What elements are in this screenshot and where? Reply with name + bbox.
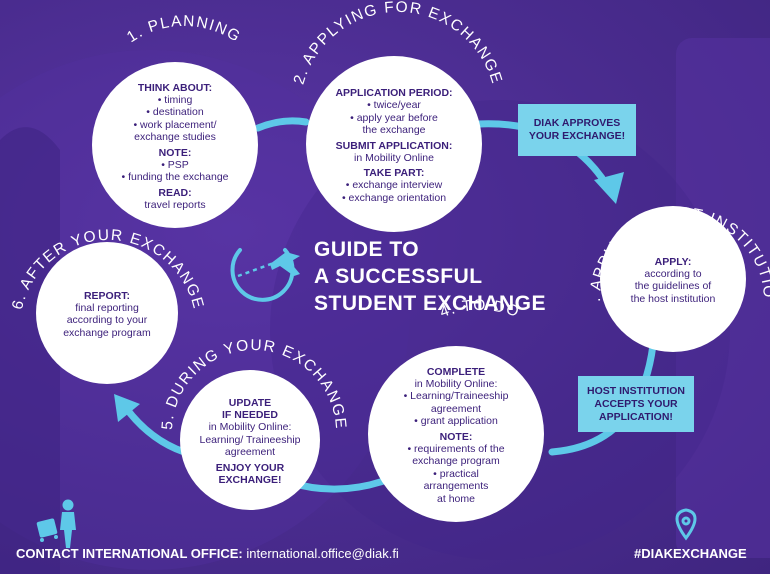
note-heading: NOTE: — [158, 146, 192, 159]
think-item: exchange studies — [134, 131, 216, 144]
complete-item: • grant application — [414, 415, 498, 428]
take-part-heading: TAKE PART: — [363, 167, 425, 179]
note-item: • funding the exchange — [121, 171, 229, 184]
note-item: exchange program — [412, 455, 500, 468]
title-line: GUIDE TO — [314, 238, 420, 261]
step-1-label: 1. PLANNING — [124, 13, 244, 46]
report-heading: REPORT: — [83, 289, 131, 302]
complete-item: • Learning/Traineeship — [403, 390, 509, 403]
guide-title: GUIDE TO A SUCCESSFUL STUDENT EXCHANGE — [314, 236, 546, 317]
note-heading: NOTE: — [439, 430, 473, 443]
contact-email[interactable]: international.office@diak.fi — [246, 546, 399, 561]
think-item: • destination — [146, 106, 204, 119]
callout-line: HOST INSTITUTION — [587, 384, 685, 397]
callout-line: ACCEPTS YOUR — [594, 397, 678, 410]
submit-item: in Mobility Online — [354, 151, 434, 164]
airplane-orbit-icon — [230, 248, 300, 302]
hashtag: #DIAKEXCHANGE — [634, 546, 747, 561]
report-item: final reporting — [75, 301, 139, 314]
callout-line: DIAK APPROVES — [533, 117, 621, 129]
hashtag-text: #DIAKEXCHANGE — [634, 546, 747, 561]
note-item: • requirements of the — [407, 442, 505, 455]
title-line: A SUCCESSFUL — [314, 265, 483, 288]
step-4-todo-circle: COMPLETE in Mobility Online: • Learning/… — [368, 346, 544, 522]
apply-item: the host institution — [630, 292, 716, 305]
update-item: in Mobility Online: — [208, 421, 292, 434]
location-pin-icon — [675, 508, 697, 541]
title-line: STUDENT EXCHANGE — [314, 292, 547, 315]
note-item: arrangements — [423, 480, 489, 493]
report-item: according to your — [66, 314, 148, 327]
callout-line: APPLICATION! — [599, 410, 673, 423]
submit-application-heading: SUBMIT APPLICATION: — [335, 139, 453, 152]
callout-line: YOUR EXCHANGE! — [528, 130, 626, 142]
host-accepts-callout: HOST INSTITUTION ACCEPTS YOUR APPLICATIO… — [578, 376, 694, 432]
note-item: • PSP — [161, 158, 189, 171]
step-1-planning-circle: THINK ABOUT: • timing • destination • wo… — [92, 62, 258, 228]
step-5-during-circle: UPDATE IF NEEDED in Mobility Online: Lea… — [180, 370, 320, 510]
period-item: • twice/year — [367, 99, 421, 111]
enjoy-heading: ENJOY YOUR — [215, 461, 285, 474]
apply-item: the guidelines of — [634, 280, 712, 293]
read-heading: READ: — [158, 186, 192, 199]
enjoy-heading-line-2: EXCHANGE! — [218, 473, 282, 486]
contact-label: CONTACT INTERNATIONAL OFFICE: — [16, 546, 243, 561]
period-item: the exchange — [362, 124, 426, 136]
update-item: agreement — [224, 446, 276, 459]
update-heading: UPDATE — [228, 397, 272, 410]
period-item: • apply year before — [350, 111, 438, 124]
complete-item: in Mobility Online: — [414, 377, 498, 390]
application-period-heading: APPLICATION PERIOD: — [335, 87, 453, 99]
apply-item: according to — [644, 267, 702, 280]
complete-item: agreement — [430, 402, 482, 415]
traveler-with-suitcase-icon — [36, 499, 76, 548]
update-heading-line-2: IF NEEDED — [221, 409, 278, 422]
step-6-after-circle: REPORT: final reporting according to you… — [36, 242, 178, 384]
read-item: travel reports — [144, 198, 206, 211]
note-item: • practical — [433, 467, 479, 480]
contact-line: CONTACT INTERNATIONAL OFFICE: internatio… — [16, 546, 399, 561]
complete-heading: COMPLETE — [426, 365, 486, 378]
think-item: • work placement/ — [133, 118, 217, 131]
take-item: • exchange orientation — [341, 191, 447, 204]
think-about-heading: THINK ABOUT: — [137, 81, 213, 94]
update-item: Learning/ Traineeship — [199, 433, 301, 446]
think-item: • timing — [157, 93, 193, 106]
step-2-applying-circle: APPLICATION PERIOD: • twice/year • apply… — [306, 56, 482, 232]
apply-heading: APPLY: — [654, 255, 692, 268]
arrow-head-to-after — [114, 394, 140, 422]
diak-approves-callout: DIAK APPROVES YOUR EXCHANGE! — [518, 104, 636, 156]
note-item: at home — [437, 492, 475, 505]
report-item: exchange program — [63, 326, 151, 339]
arrow-head-to-host — [594, 172, 624, 204]
step-3-host-circle: APPLY: according to the guidelines of th… — [600, 206, 746, 352]
take-item: • exchange interview — [345, 179, 443, 191]
